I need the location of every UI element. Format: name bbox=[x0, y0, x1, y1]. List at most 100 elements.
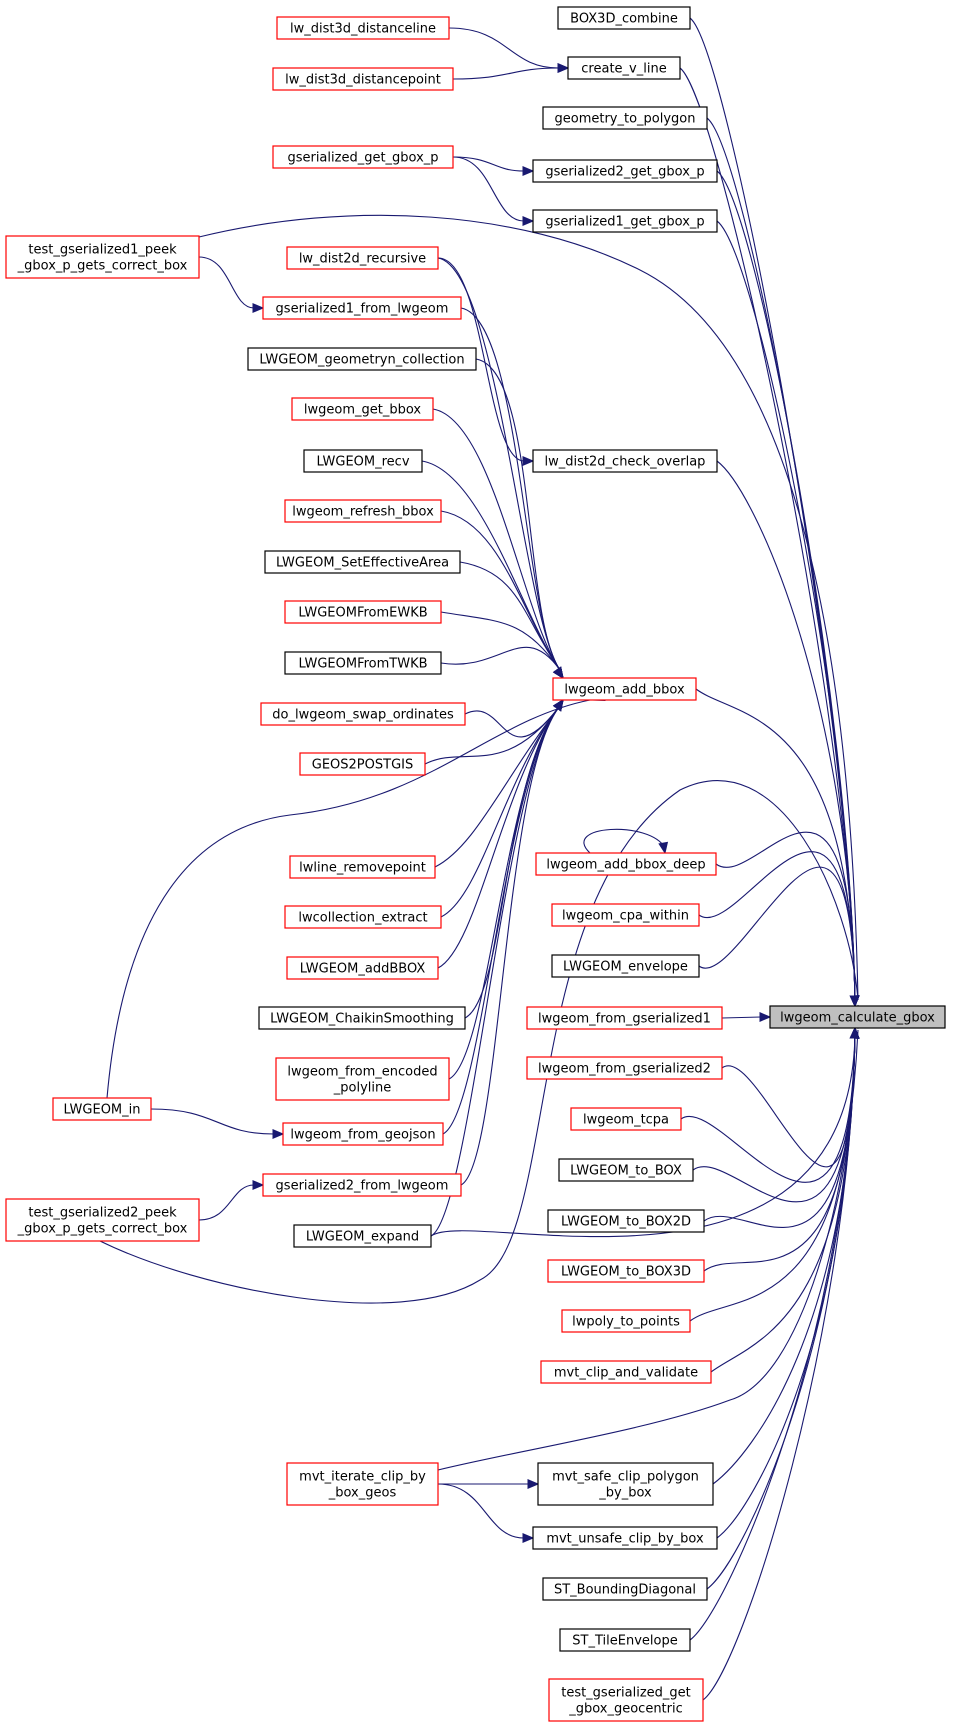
node-root: lwgeom_calculate_gbox bbox=[769, 1005, 946, 1029]
node-label-lw_dist3d_distancepoint: lw_dist3d_distancepoint bbox=[285, 73, 441, 88]
node-label-lw_dist2d_check_overlap: lw_dist2d_check_overlap bbox=[545, 455, 706, 470]
node-mvt_unsafe_clip: mvt_unsafe_clip_by_box bbox=[532, 1526, 718, 1550]
node-lwpoly_to_points[interactable]: lwpoly_to_points bbox=[561, 1309, 691, 1333]
node-lwgeom_add_bbox_deep[interactable]: lwgeom_add_bbox_deep bbox=[535, 852, 717, 876]
node-label-gserialized2_from_lwgeom: gserialized2_from_lwgeom bbox=[276, 1179, 449, 1194]
edge-lwgeom_from_geojson-to-lwgeom_add_bbox bbox=[442, 706, 560, 1135]
edge-lwgeomfromewkb-to-lwgeom_add_bbox bbox=[440, 611, 561, 671]
node-lwgeom_refresh_bbox[interactable]: lwgeom_refresh_bbox bbox=[284, 499, 442, 523]
node-box-lwgeom_to_box bbox=[558, 1158, 694, 1182]
node-box-test_gs_geocentric bbox=[548, 1678, 704, 1722]
node-lwgeom_tcpa[interactable]: lwgeom_tcpa bbox=[570, 1107, 682, 1131]
node-lwline_removepoint[interactable]: lwline_removepoint bbox=[289, 855, 436, 879]
node-gserialized2_get_gbox_p: gserialized2_get_gbox_p bbox=[532, 159, 718, 183]
node-lw_dist2d_check_overlap: lw_dist2d_check_overlap bbox=[532, 449, 718, 473]
node-box-lwgeom_envelope bbox=[551, 954, 700, 978]
node-box-box3d_combine bbox=[557, 6, 691, 30]
node-label-lwgeom_tcpa: lwgeom_tcpa bbox=[583, 1113, 669, 1128]
node-box-gserialized2_get_gbox_p bbox=[532, 159, 718, 183]
node-lwgeom_expand: LWGEOM_expand bbox=[293, 1224, 432, 1248]
node-box-test_gs2 bbox=[5, 1198, 200, 1242]
arrowhead-test_gs_geocentric-to-root bbox=[849, 1026, 860, 1039]
node-lwgeom_from_geojson[interactable]: lwgeom_from_geojson bbox=[282, 1122, 444, 1146]
edge-lwgeom_geometryn_collection-to-lwgeom_add_bbox bbox=[475, 358, 561, 671]
node-lwgeom_envelope: LWGEOM_envelope bbox=[551, 954, 700, 978]
node-box-lwgeom_from_geojson bbox=[282, 1122, 444, 1146]
node-label-gserialized2_get_gbox_p: gserialized2_get_gbox_p bbox=[545, 165, 704, 180]
node-lwgeom_to_box3d[interactable]: LWGEOM_to_BOX3D bbox=[547, 1259, 705, 1283]
node-lwgeom_add_bbox[interactable]: lwgeom_add_bbox bbox=[552, 677, 697, 701]
edge-lwgeom_addbbox_upper-to-lwgeom_add_bbox bbox=[437, 706, 560, 969]
node-box-gserialized2_from_lwgeom bbox=[262, 1173, 462, 1197]
node-gserialized_get_gbox_p[interactable]: gserialized_get_gbox_p bbox=[272, 145, 454, 169]
node-box-lwgeom_tcpa bbox=[570, 1107, 682, 1131]
node-label-mvt_safe_clip-line1: mvt_safe_clip_polygon bbox=[552, 1470, 699, 1485]
node-label-lwgeom_to_box2d: LWGEOM_to_BOX2D bbox=[561, 1215, 691, 1230]
node-lwgeom_to_box: LWGEOM_to_BOX bbox=[558, 1158, 694, 1182]
node-box-lwgeom_recv bbox=[303, 449, 423, 473]
node-label-mvt_iterate_clip-line1: mvt_iterate_clip_by bbox=[299, 1470, 426, 1485]
edge-lwgeom_add_bbox_deep-to-lwgeom_add_bbox_deep bbox=[583, 828, 666, 854]
edge-lwgeom_seteffectivearea-to-lwgeom_add_bbox bbox=[459, 561, 561, 671]
node-lwgeomfromtwkb: LWGEOMFromTWKB bbox=[284, 651, 442, 675]
node-box-lwgeom_chaikin bbox=[258, 1006, 466, 1030]
node-label-lwgeom_recv: LWGEOM_recv bbox=[316, 455, 409, 470]
node-lw_dist3d_distanceline[interactable]: lw_dist3d_distanceline bbox=[276, 16, 450, 40]
node-lwgeom_cpa_within[interactable]: lwgeom_cpa_within bbox=[551, 903, 700, 927]
node-lwcollection_extract[interactable]: lwcollection_extract bbox=[284, 905, 442, 929]
edge-mvt_iterate_clip-to-root bbox=[437, 1029, 859, 1471]
node-box-lwgeomfromtwkb bbox=[284, 651, 442, 675]
node-test_gs_geocentric[interactable]: test_gserialized_get_gbox_geocentric bbox=[548, 1678, 704, 1722]
node-gserialized2_from_lwgeom[interactable]: gserialized2_from_lwgeom bbox=[262, 1173, 462, 1197]
node-label-root: lwgeom_calculate_gbox bbox=[780, 1011, 935, 1026]
node-mvt_clip_and_validate[interactable]: mvt_clip_and_validate bbox=[540, 1360, 712, 1384]
arrowhead-lw_dist2d_recursive-to-lw_dist2d_check_overlap bbox=[522, 456, 535, 466]
node-label-do_lwgeom_swap_ordinates: do_lwgeom_swap_ordinates bbox=[272, 708, 454, 723]
node-lw_dist2d_recursive[interactable]: lw_dist2d_recursive bbox=[286, 246, 439, 270]
node-mvt_safe_clip: mvt_safe_clip_polygon_by_box bbox=[537, 1462, 714, 1506]
node-lwgeom_addbbox_upper[interactable]: LWGEOM_addBBOX bbox=[286, 956, 439, 980]
edge-lwgeom_from_encoded_polyline-to-lwgeom_add_bbox bbox=[448, 706, 560, 1080]
node-label-lwgeom_cpa_within: lwgeom_cpa_within bbox=[562, 909, 689, 924]
node-label-lwgeomfromewkb: LWGEOMFromEWKB bbox=[298, 606, 427, 621]
node-st_boundingdiagonal: ST_BoundingDiagonal bbox=[542, 1577, 708, 1601]
nodes-layer: lwgeom_calculate_gbox BOX3D_combinecreate… bbox=[5, 6, 946, 1722]
node-lwgeom_from_gserialized1[interactable]: lwgeom_from_gserialized1 bbox=[526, 1006, 723, 1030]
node-do_lwgeom_swap_ordinates[interactable]: do_lwgeom_swap_ordinates bbox=[260, 702, 466, 726]
node-label-test_gs2-line2: _gbox_p_gets_correct_box bbox=[17, 1222, 188, 1237]
node-lw_dist3d_distancepoint[interactable]: lw_dist3d_distancepoint bbox=[272, 67, 454, 91]
node-box-geometry_to_polygon bbox=[542, 106, 708, 130]
node-label-lwcollection_extract: lwcollection_extract bbox=[298, 911, 427, 926]
edge-lwgeom_in-to-lwgeom_from_geojson bbox=[150, 1108, 275, 1135]
arrowhead-lwgeom_expand-to-lwgeom_add_bbox bbox=[552, 698, 564, 712]
node-box-lw_dist2d_recursive bbox=[286, 246, 439, 270]
node-label-st_tileenvelope: ST_TileEnvelope bbox=[572, 1634, 677, 1649]
node-box-lwgeom_add_bbox_deep bbox=[535, 852, 717, 876]
node-lwgeom_in[interactable]: LWGEOM_in bbox=[52, 1097, 152, 1121]
arrowhead-gserialized_get_gbox_p-to-gserialized1_get_gbox_p bbox=[522, 216, 535, 226]
edge-lw_dist2d_recursive-to-lw_dist2d_check_overlap bbox=[437, 257, 525, 462]
node-test_gs2[interactable]: test_gserialized2_peek_gbox_p_gets_corre… bbox=[5, 1198, 200, 1242]
node-box3d_combine: BOX3D_combine bbox=[557, 6, 691, 30]
edge-gserialized_get_gbox_p-to-gserialized2_get_gbox_p bbox=[452, 156, 525, 172]
node-lwgeom_from_encoded_polyline[interactable]: lwgeom_from_encoded_polyline bbox=[275, 1057, 450, 1101]
node-lwgeomfromewkb[interactable]: LWGEOMFromEWKB bbox=[284, 600, 442, 624]
node-label-lwgeom_refresh_bbox: lwgeom_refresh_bbox bbox=[292, 505, 434, 520]
node-box-geos2postgis bbox=[299, 752, 426, 776]
node-gserialized1_get_gbox_p: gserialized1_get_gbox_p bbox=[532, 209, 718, 233]
node-label-create_v_line: create_v_line bbox=[581, 62, 666, 77]
node-test_gs1[interactable]: test_gserialized1_peek_gbox_p_gets_corre… bbox=[5, 235, 200, 279]
node-gserialized1_from_lwgeom[interactable]: gserialized1_from_lwgeom bbox=[262, 296, 462, 320]
node-lwgeom_from_gserialized2[interactable]: lwgeom_from_gserialized2 bbox=[526, 1056, 723, 1080]
node-box-lwline_removepoint bbox=[289, 855, 436, 879]
node-mvt_iterate_clip[interactable]: mvt_iterate_clip_by_box_geos bbox=[286, 1462, 439, 1506]
node-lwgeom_get_bbox[interactable]: lwgeom_get_bbox bbox=[291, 397, 434, 421]
node-label-geos2postgis: GEOS2POSTGIS bbox=[312, 758, 413, 773]
node-box-lw_dist3d_distanceline bbox=[276, 16, 450, 40]
edge-lw_dist3d_distanceline-to-create_v_line bbox=[448, 27, 560, 69]
edge-test_gs1-to-root bbox=[198, 214, 859, 1001]
node-geos2postgis[interactable]: GEOS2POSTGIS bbox=[299, 752, 426, 776]
arrowhead-lwgeom_envelope-to-root bbox=[849, 995, 860, 1008]
arrowhead-lwgeom_from_gserialized1-to-root bbox=[759, 1012, 772, 1022]
